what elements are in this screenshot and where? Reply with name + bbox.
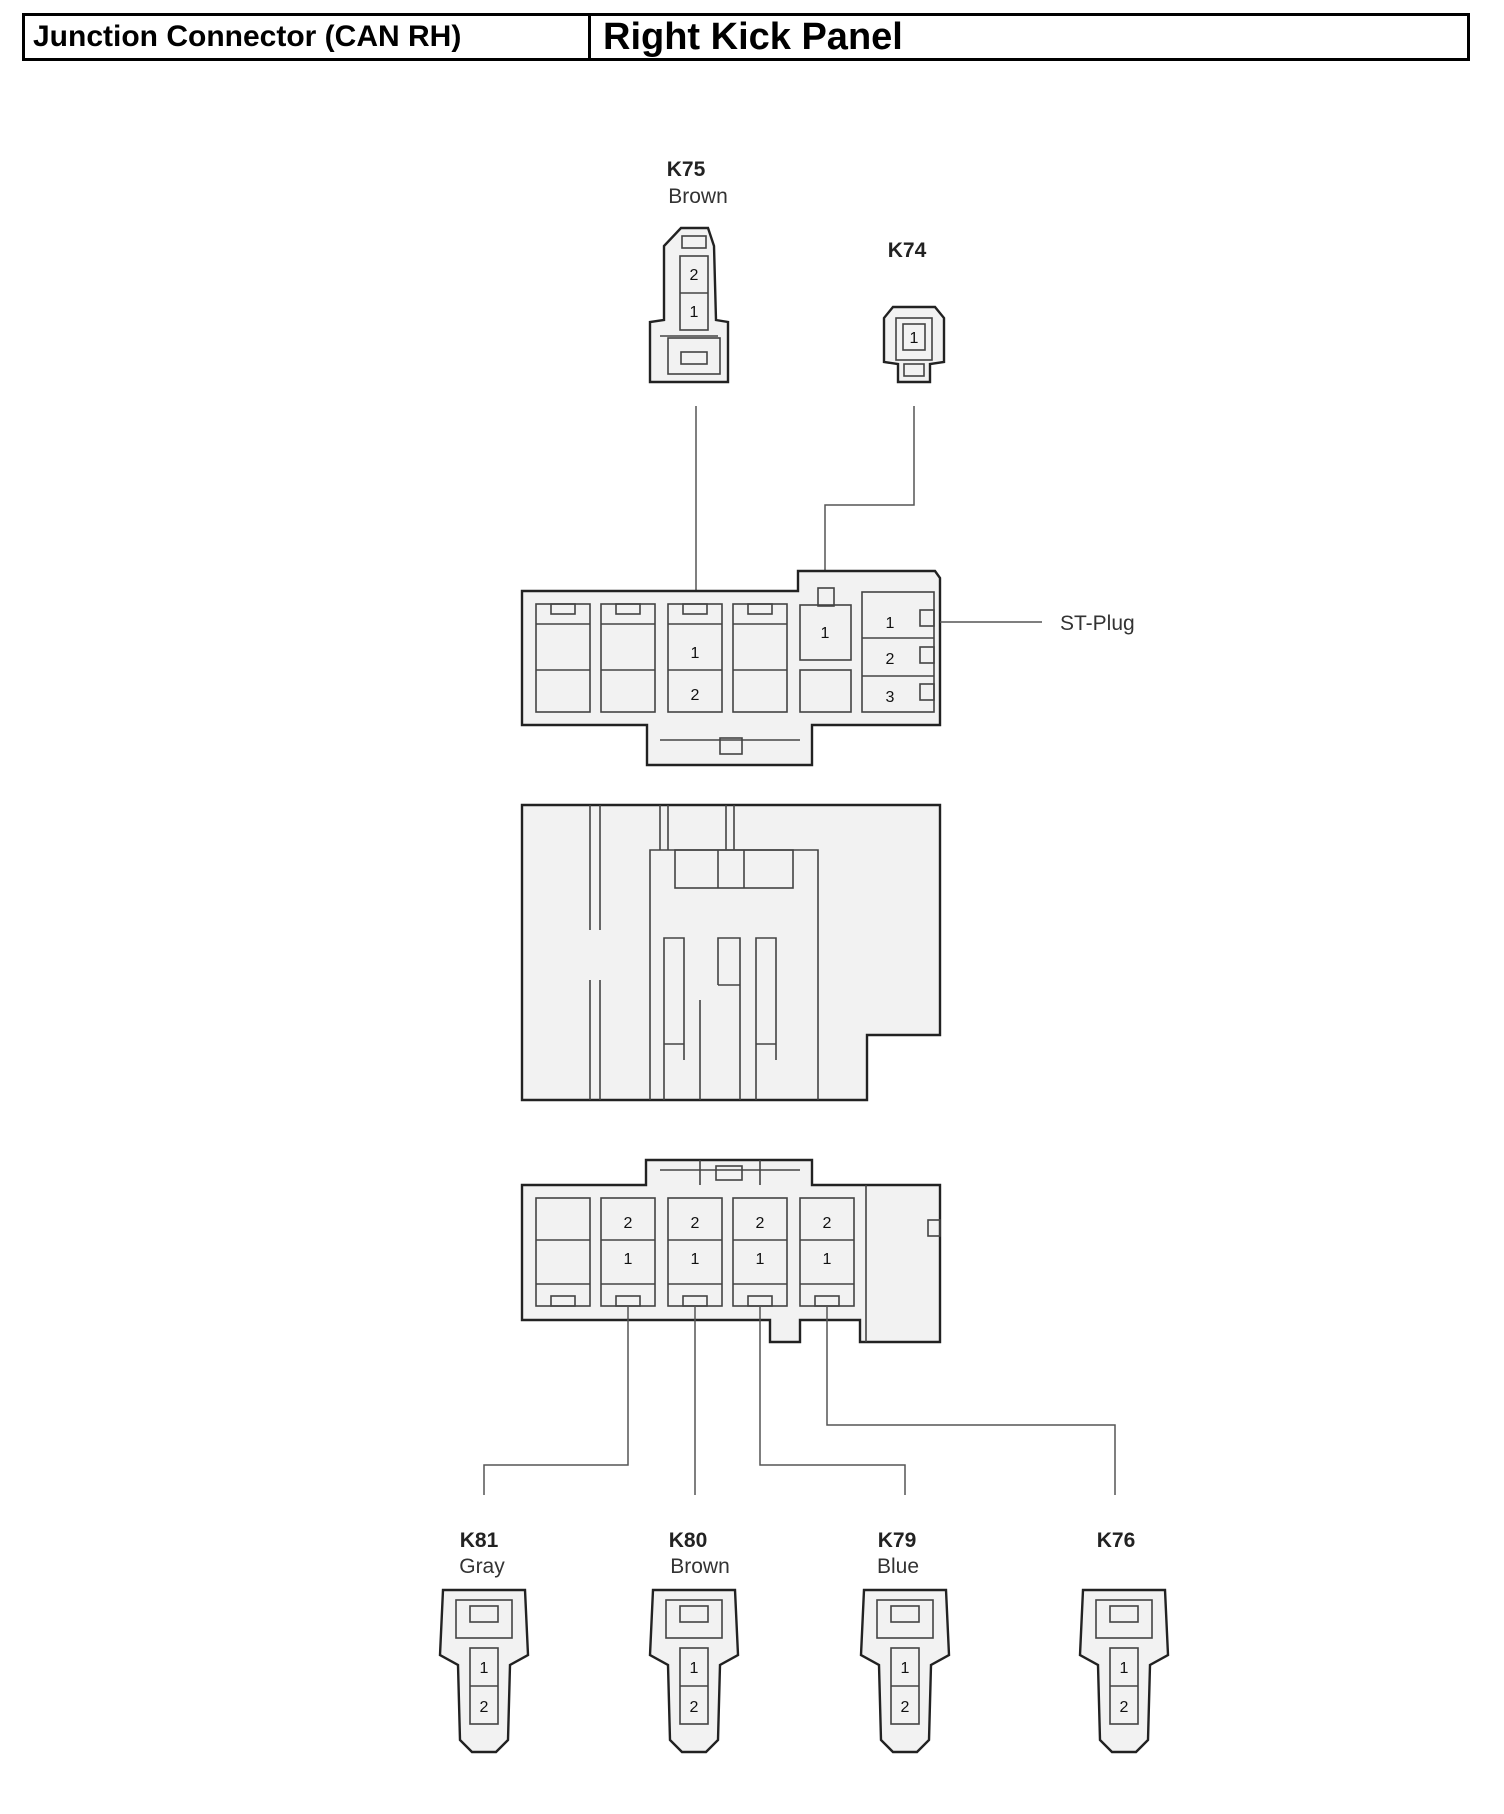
k74-connector: K74 1 (882, 239, 946, 384)
bottom-cavity-k80-pin-2: 2 (691, 1215, 700, 1232)
k80-id-label: K80 (669, 1529, 708, 1552)
connector-title: Junction Connector (CAN RH) (25, 16, 591, 58)
junction-side-view (520, 803, 942, 1102)
k76-housing (1078, 1588, 1170, 1754)
top-k74-pin: 1 (821, 625, 830, 642)
k81-color-label: Gray (459, 1555, 505, 1578)
k80-color-label: Brown (670, 1555, 730, 1578)
top-cavity-1 (535, 603, 591, 713)
k75-id-label: K75 (667, 158, 706, 181)
k81-connector: K81 Gray 1 2 (438, 1529, 530, 1754)
k76-pin-2: 2 (1120, 1699, 1129, 1716)
k79-connector: K79 Blue 1 2 (859, 1529, 951, 1754)
k79-color-label: Blue (877, 1555, 919, 1578)
k76-connector: K76 1 2 (1078, 1529, 1170, 1754)
side-view-housing (520, 803, 942, 1102)
k81-housing (438, 1588, 530, 1754)
k79-id-label: K79 (878, 1529, 917, 1552)
k80-connector: K80 Brown 1 2 (648, 1529, 740, 1754)
bottom-cavity-k79-pin-1: 1 (756, 1251, 765, 1268)
st-plug-block: 1 2 3 (861, 591, 935, 713)
k79-housing (859, 1588, 951, 1754)
junction-top-housing (520, 569, 942, 767)
k79-wire (759, 1306, 906, 1495)
st-plug-pin-3: 3 (886, 689, 895, 706)
top-cavity-3-pin-2: 2 (691, 687, 700, 704)
k81-wire (483, 1306, 629, 1495)
k76-wire (826, 1306, 1116, 1495)
top-cavity-2 (600, 603, 656, 713)
k74-id-label: K74 (888, 239, 927, 262)
k75-pin-top: 2 (690, 267, 699, 284)
k74-wire (824, 406, 915, 585)
k74-pin: 1 (910, 330, 919, 347)
k79-pin-1: 1 (901, 1660, 910, 1677)
bottom-cavity-empty (535, 1197, 591, 1307)
location-title: Right Kick Panel (603, 15, 903, 58)
title-bar: Junction Connector (CAN RH) Right Kick P… (22, 13, 1470, 61)
top-cavity-3: 1 2 (667, 603, 723, 713)
k80-pin-1: 1 (690, 1660, 699, 1677)
junction-top-face: 1 2 1 1 2 3 (520, 569, 1135, 767)
k74-pin-cavity (902, 323, 926, 351)
k81-id-label: K81 (460, 1529, 499, 1552)
k79-pin-2: 2 (901, 1699, 910, 1716)
bottom-cavity-k76-pin-2: 2 (823, 1215, 832, 1232)
k74-housing (882, 305, 946, 384)
bottom-cavity-k80-pin-1: 1 (691, 1251, 700, 1268)
top-cavity-3-pin-1: 1 (691, 645, 700, 662)
k81-pin-2: 2 (480, 1699, 489, 1716)
bottom-cavity-k80: 2 1 (667, 1197, 723, 1307)
k81-pin-1: 1 (480, 1660, 489, 1677)
k75-color-label: Brown (668, 185, 728, 208)
top-cavity-4 (732, 603, 788, 713)
junction-bottom-face: 2 1 2 1 2 1 2 1 (520, 1158, 942, 1344)
k75-pin-bottom: 1 (690, 304, 699, 321)
junction-bottom-housing (520, 1158, 942, 1344)
k75-connector: K75 Brown 2 1 (648, 158, 730, 384)
st-plug-pin-2: 2 (886, 651, 895, 668)
k75-lock-frame (667, 337, 721, 375)
bottom-cavity-k76-pin-1: 1 (823, 1251, 832, 1268)
bottom-cavity-k81-pin-1: 1 (624, 1251, 633, 1268)
k80-housing (648, 1588, 740, 1754)
k80-pin-2: 2 (690, 1699, 699, 1716)
k76-pin-1: 1 (1120, 1660, 1129, 1677)
bottom-cavity-k79-pin-2: 2 (756, 1215, 765, 1232)
k75-latch (681, 235, 707, 249)
st-plug-label: ST-Plug (1060, 612, 1135, 635)
st-plug-pin-1: 1 (886, 615, 895, 632)
k76-id-label: K76 (1097, 1529, 1136, 1552)
top-k74-cavity: 1 (799, 587, 852, 713)
bottom-cavity-k81-pin-2: 2 (624, 1215, 633, 1232)
